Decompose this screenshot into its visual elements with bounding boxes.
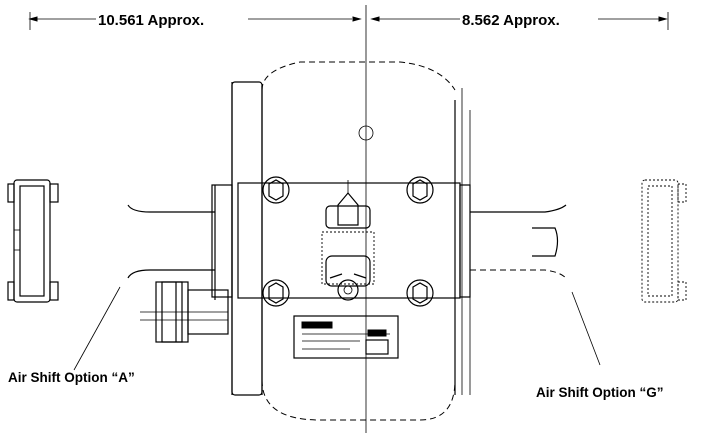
right-flange: [641, 179, 687, 303]
bolt-top-right: [406, 176, 434, 204]
left-flange: [7, 179, 59, 303]
right-shaft: [470, 204, 567, 279]
dimension-left-label: 10.561 Approx.: [98, 12, 204, 29]
air-fitting-top: [321, 180, 375, 285]
left-gear-stack: [140, 281, 229, 343]
dimension-right: 8.562 Approx.: [370, 12, 669, 30]
leader-option-a: [73, 286, 121, 371]
bolt-bottom-left: [262, 279, 290, 307]
leader-option-g: [571, 291, 601, 366]
dimension-right-label: 8.562 Approx.: [462, 12, 560, 29]
bolt-bottom-right: [406, 279, 434, 307]
callout-option-a: Air Shift Option “A”: [8, 370, 135, 385]
bolt-top-left: [262, 176, 290, 204]
left-shaft: [127, 82, 233, 395]
air-valve: [325, 255, 371, 301]
dimension-left: 10.561 Approx.: [28, 12, 362, 30]
housing: [231, 61, 471, 421]
callout-option-g: Air Shift Option “G”: [536, 385, 664, 400]
nameplate: [293, 315, 399, 359]
mounting-plate: [211, 182, 471, 299]
